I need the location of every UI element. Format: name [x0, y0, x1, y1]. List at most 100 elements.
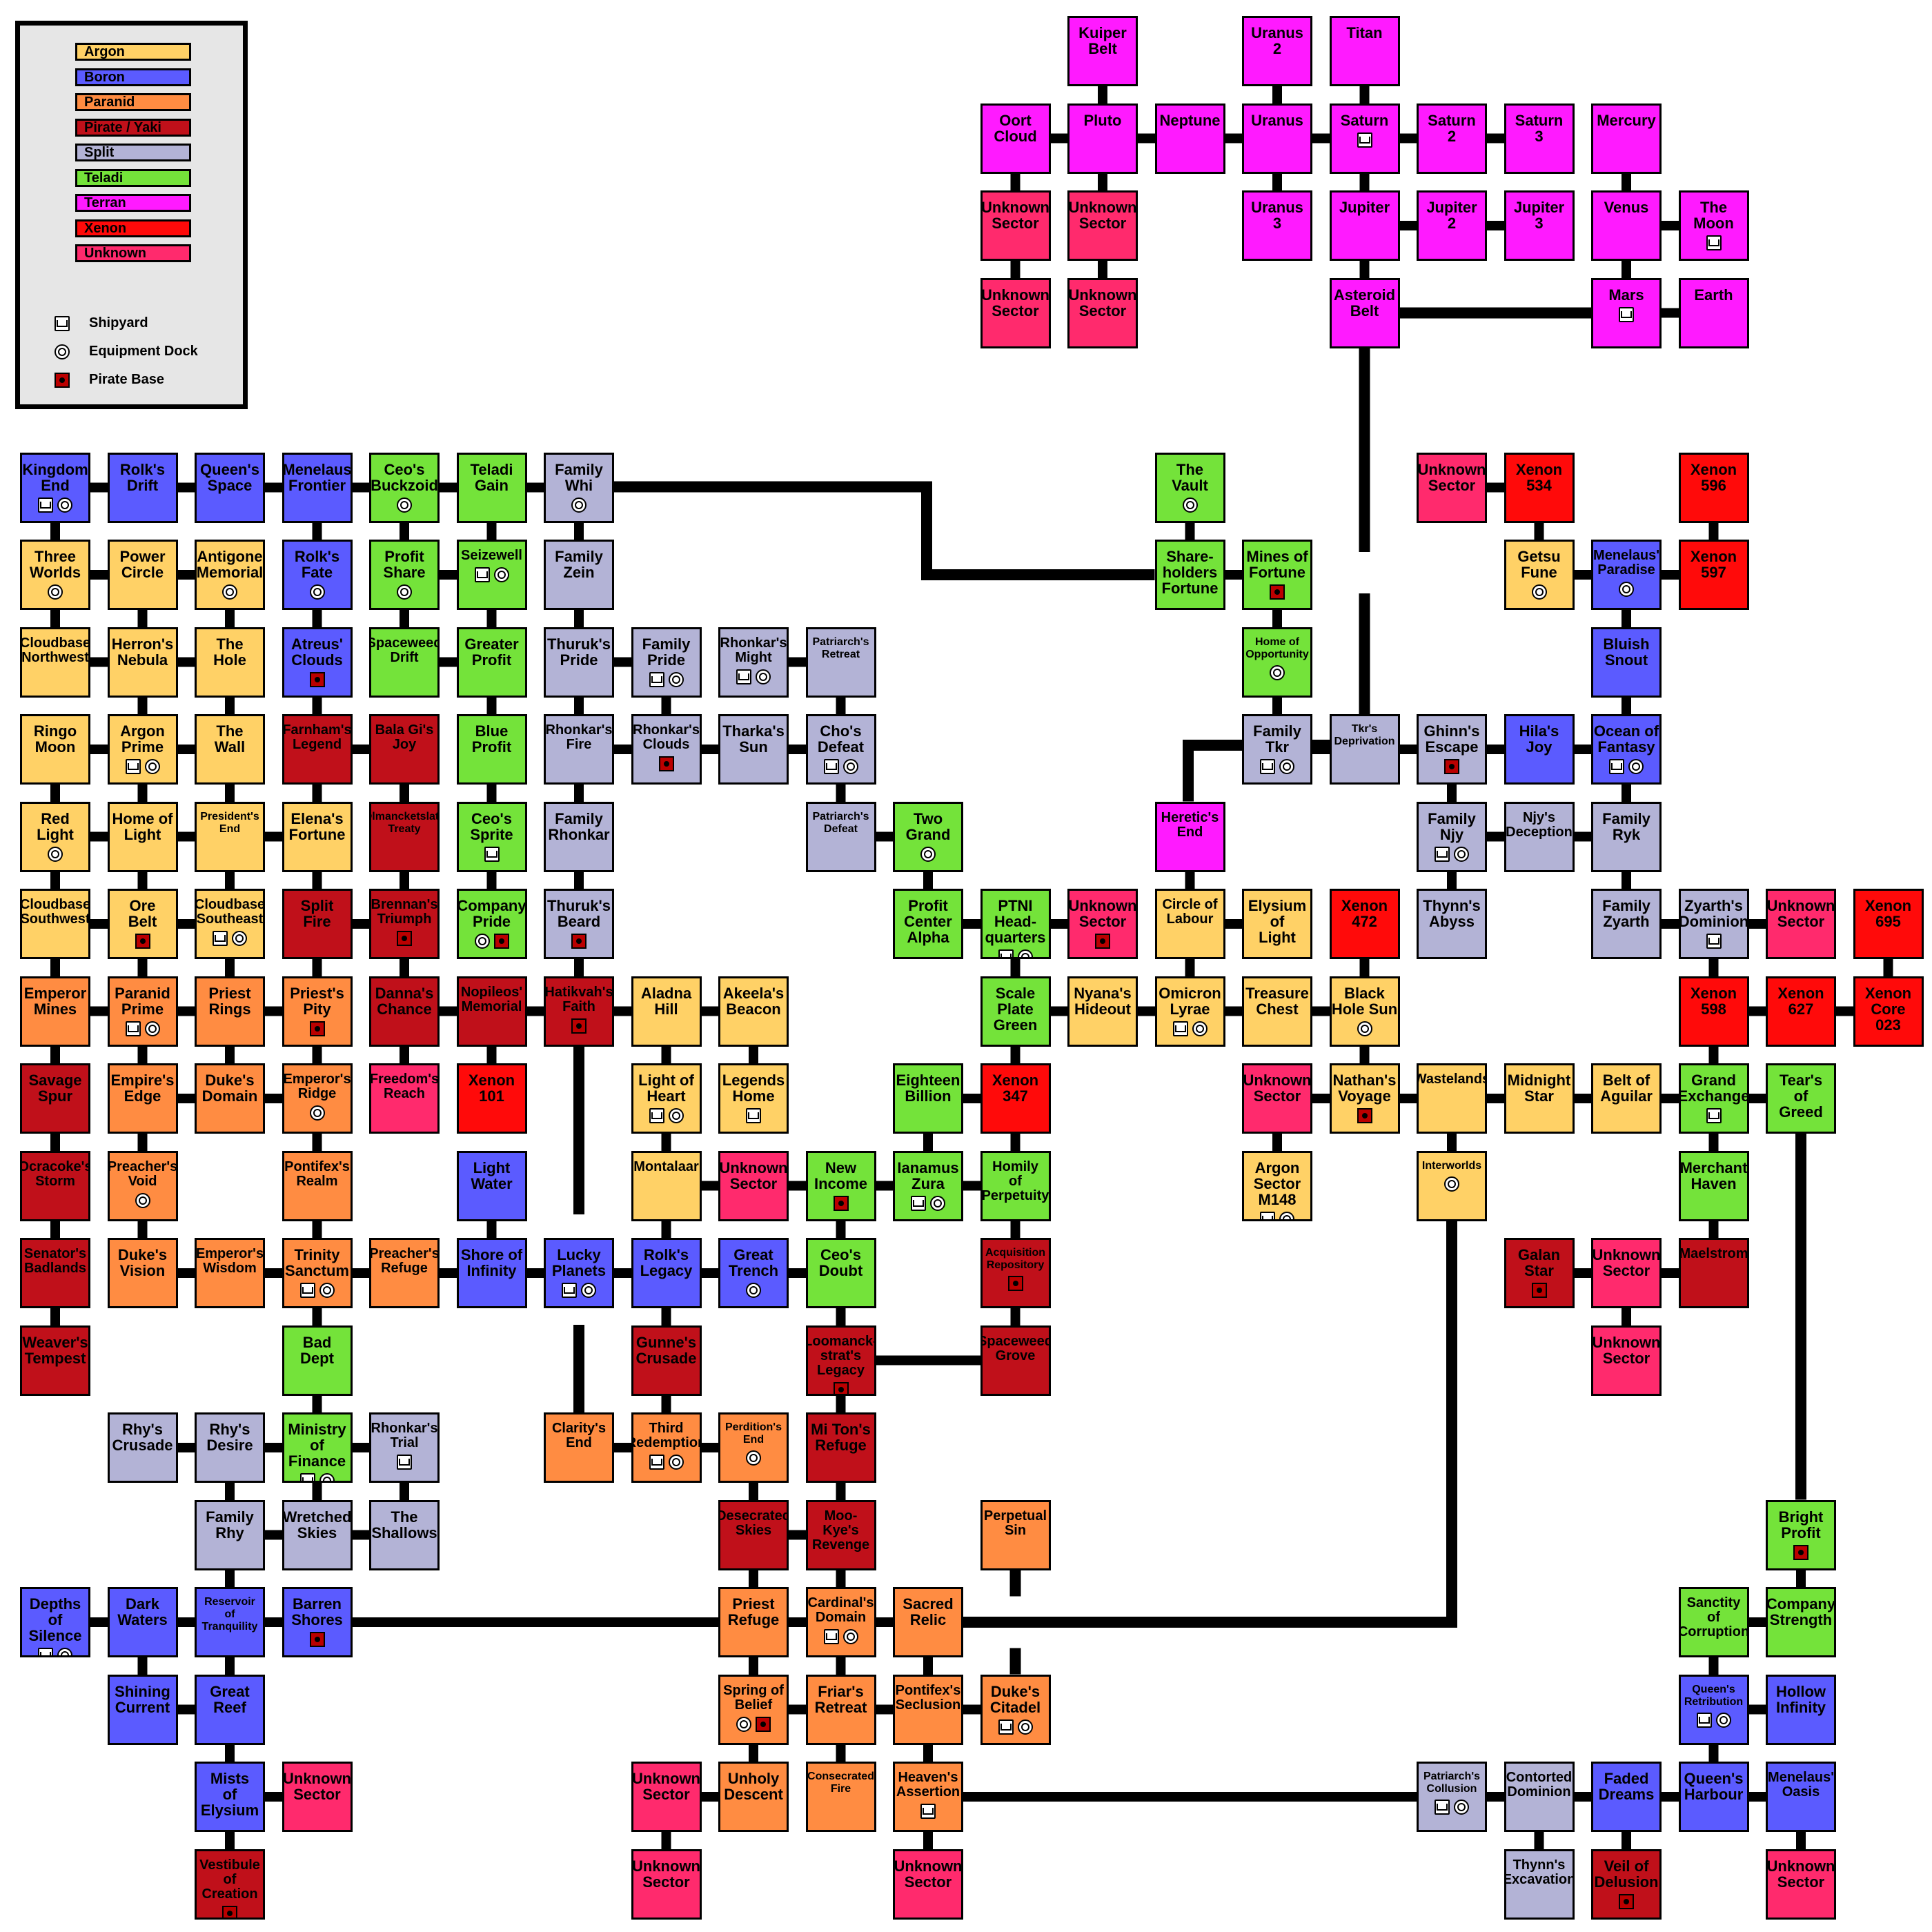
sector-uranus-3[interactable]: Uranus 3	[1242, 190, 1312, 261]
sector-savage-spur[interactable]: Savage Spur	[20, 1063, 90, 1134]
sector-saturn-3[interactable]: Saturn 3	[1504, 103, 1575, 174]
sector-brennan-s-triumph[interactable]: Brennan's Triumph	[369, 889, 440, 959]
sector-consecrated-fire[interactable]: Consecrated Fire	[805, 1762, 876, 1832]
sector-wretched-skies[interactable]: Wretched Skies	[282, 1499, 353, 1570]
sector-rhonkar-s-trial[interactable]: Rhonkar's Trial	[369, 1412, 440, 1483]
sector-thuruk-s-beard[interactable]: Thuruk's Beard	[544, 889, 614, 959]
sector-merchant-haven[interactable]: Merchant Haven	[1678, 1150, 1749, 1221]
sector-ringo-moon[interactable]: Ringo Moon	[20, 714, 90, 785]
sector-xenon-347[interactable]: Xenon 347	[980, 1063, 1051, 1134]
sector-preacher-s-void[interactable]: Preacher's Void	[107, 1150, 178, 1221]
sector-company-strength[interactable]: Company Strength	[1766, 1587, 1836, 1657]
sector-tear-s-of-greed[interactable]: Tear's of Greed	[1766, 1063, 1836, 1134]
sector-mars[interactable]: Mars	[1591, 277, 1662, 348]
sector-patriarch-s-defeat[interactable]: Patriarch's Defeat	[805, 801, 876, 872]
sector-perpetual-sin[interactable]: Perpetual Sin	[980, 1499, 1051, 1570]
sector-faded-dreams[interactable]: Faded Dreams	[1591, 1762, 1662, 1832]
sector-xenon-core-023[interactable]: Xenon Core 023	[1853, 976, 1924, 1047]
sector-unknown-sector[interactable]: Unknown Sector	[1242, 1063, 1312, 1134]
sector-omicron-lyrae[interactable]: Omicron Lyrae	[1154, 976, 1225, 1047]
sector-trinity-sanctum[interactable]: Trinity Sanctum	[282, 1238, 353, 1308]
sector-shining-current[interactable]: Shining Current	[107, 1674, 178, 1745]
sector-titan[interactable]: Titan	[1329, 16, 1400, 86]
sector-profit-share[interactable]: Profit Share	[369, 540, 440, 610]
sector-spaceweed-grove[interactable]: Spaceweed Grove	[980, 1325, 1051, 1396]
sector-senator-s-badlands[interactable]: Senator's Badlands	[20, 1238, 90, 1308]
sector-cloudbase-southwest[interactable]: Cloudbase Southwest	[20, 889, 90, 959]
sector-unknown-sector[interactable]: Unknown Sector	[1417, 452, 1487, 523]
sector-rhy-s-desire[interactable]: Rhy's Desire	[195, 1412, 265, 1483]
sector-blue-profit[interactable]: Blue Profit	[456, 714, 527, 785]
sector-light-of-heart[interactable]: Light of Heart	[631, 1063, 702, 1134]
sector-priest-s-pity[interactable]: Priest's Pity	[282, 976, 353, 1047]
sector-maelstrom[interactable]: Maelstrom	[1678, 1238, 1749, 1308]
sector-danna-s-chance[interactable]: Danna's Chance	[369, 976, 440, 1047]
sector-argon-sector-m148[interactable]: Argon Sector M148	[1242, 1150, 1312, 1221]
sector-family-rhonkar[interactable]: Family Rhonkar	[544, 801, 614, 872]
sector-red-light[interactable]: Red Light	[20, 801, 90, 872]
sector-earth[interactable]: Earth	[1678, 277, 1749, 348]
sector-perdition-s-end[interactable]: Perdition's End	[718, 1412, 789, 1483]
sector-ianamus-zura[interactable]: Ianamus Zura	[893, 1150, 963, 1221]
sector-xenon-101[interactable]: Xenon 101	[456, 1063, 527, 1134]
sector-xenon-695[interactable]: Xenon 695	[1853, 889, 1924, 959]
sector-family-tkr[interactable]: Family Tkr	[1242, 714, 1312, 785]
sector-cardinal-s-domain[interactable]: Cardinal's Domain	[805, 1587, 876, 1657]
sector-uranus-2[interactable]: Uranus 2	[1242, 16, 1312, 86]
sector-patriarch-s-collusion[interactable]: Patriarch's Collusion	[1417, 1762, 1487, 1832]
sector-home-of-opportunity[interactable]: Home of Opportunity	[1242, 627, 1312, 698]
sector-ceo-s-doubt[interactable]: Ceo's Doubt	[805, 1238, 876, 1308]
sector-barren-shores[interactable]: Barren Shores	[282, 1587, 353, 1657]
sector-queen-s-retribution[interactable]: Queen's Retribution	[1678, 1674, 1749, 1745]
sector-great-reef[interactable]: Great Reef	[195, 1674, 265, 1745]
sector-sacred-relic[interactable]: Sacred Relic	[893, 1587, 963, 1657]
sector-saturn-2[interactable]: Saturn 2	[1417, 103, 1487, 174]
sector-interworlds[interactable]: Interworlds	[1417, 1150, 1487, 1221]
sector-circle-of-labour[interactable]: Circle of Labour	[1154, 889, 1225, 959]
sector-home-of-light[interactable]: Home of Light	[107, 801, 178, 872]
sector-hollow-infinity[interactable]: Hollow Infinity	[1766, 1674, 1836, 1745]
sector-tharka-s-sun[interactable]: Tharka's Sun	[718, 714, 789, 785]
sector-lucky-planets[interactable]: Lucky Planets	[544, 1238, 614, 1308]
sector-black-hole-sun[interactable]: Black Hole Sun	[1329, 976, 1400, 1047]
sector-herron-s-nebula[interactable]: Herron's Nebula	[107, 627, 178, 698]
sector-empire-s-edge[interactable]: Empire's Edge	[107, 1063, 178, 1134]
sector-unknown-sector[interactable]: Unknown Sector	[1591, 1325, 1662, 1396]
sector-farnham-s-legend[interactable]: Farnham's Legend	[282, 714, 353, 785]
sector-the-wall[interactable]: The Wall	[195, 714, 265, 785]
sector-thuruk-s-pride[interactable]: Thuruk's Pride	[544, 627, 614, 698]
sector-unknown-sector[interactable]: Unknown Sector	[980, 190, 1051, 261]
sector-rhonkar-s-clouds[interactable]: Rhonkar's Clouds	[631, 714, 702, 785]
sector-rolk-s-fate[interactable]: Rolk's Fate	[282, 540, 353, 610]
sector-scale-plate-green[interactable]: Scale Plate Green	[980, 976, 1051, 1047]
sector-acquisition-repository[interactable]: Acquisition Repository	[980, 1238, 1051, 1308]
sector-xenon-534[interactable]: Xenon 534	[1504, 452, 1575, 523]
sector-unknown-sector[interactable]: Unknown Sector	[1591, 1238, 1662, 1308]
sector-clarity-s-end[interactable]: Clarity's End	[544, 1412, 614, 1483]
sector-split-fire[interactable]: Split Fire	[282, 889, 353, 959]
sector-njy-s-deception[interactable]: Njy's Deception	[1504, 801, 1575, 872]
sector-asteroid-belt[interactable]: Asteroid Belt	[1329, 277, 1400, 348]
sector-duke-s-vision[interactable]: Duke's Vision	[107, 1238, 178, 1308]
sector-depths-of-silence[interactable]: Depths of Silence	[20, 1587, 90, 1657]
sector-menelaus-oasis[interactable]: Menelaus' Oasis	[1766, 1762, 1836, 1832]
sector-elena-s-fortune[interactable]: Elena's Fortune	[282, 801, 353, 872]
sector-eighteen-billion[interactable]: Eighteen Billion	[893, 1063, 963, 1134]
sector-uranus[interactable]: Uranus	[1242, 103, 1312, 174]
sector-family-whi[interactable]: Family Whi	[544, 452, 614, 523]
sector-family-zyarth[interactable]: Family Zyarth	[1591, 889, 1662, 959]
sector-wastelands[interactable]: Wastelands	[1417, 1063, 1487, 1134]
sector-duke-s-citadel[interactable]: Duke's Citadel	[980, 1674, 1051, 1745]
sector-greater-profit[interactable]: Greater Profit	[456, 627, 527, 698]
sector-rolk-s-drift[interactable]: Rolk's Drift	[107, 452, 178, 523]
sector-patriarch-s-retreat[interactable]: Patriarch's Retreat	[805, 627, 876, 698]
sector-share-holders-fortune[interactable]: Share- holders Fortune	[1154, 540, 1225, 610]
sector-new-income[interactable]: New Income	[805, 1150, 876, 1221]
sector-the-hole[interactable]: The Hole	[195, 627, 265, 698]
sector-reservoir-of-tranquility[interactable]: Reservoir of Tranquility	[195, 1587, 265, 1657]
sector-xenon-598[interactable]: Xenon 598	[1678, 976, 1749, 1047]
sector-ghinn-s-escape[interactable]: Ghinn's Escape	[1417, 714, 1487, 785]
sector-hatikvah-s-faith[interactable]: Hatikvah's Faith	[544, 976, 614, 1047]
sector-family-ryk[interactable]: Family Ryk	[1591, 801, 1662, 872]
sector-getsu-fune[interactable]: Getsu Fune	[1504, 540, 1575, 610]
